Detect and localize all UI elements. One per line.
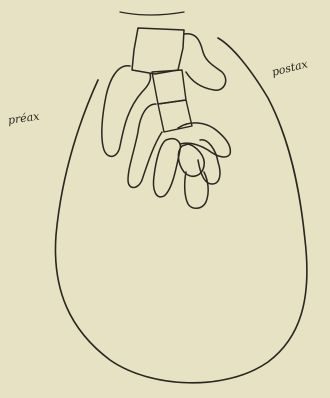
carpal-block-2 (158, 100, 192, 132)
digit-preaxial (102, 66, 151, 157)
digit-3 (153, 139, 180, 197)
digit-4-distal (185, 172, 208, 208)
bud-outline (55, 38, 306, 383)
top-cut-line (120, 12, 184, 15)
carpal-block-1 (152, 70, 186, 104)
digit-2 (128, 104, 162, 188)
proximal-segment (132, 28, 184, 74)
digit-postaxial (184, 34, 226, 91)
